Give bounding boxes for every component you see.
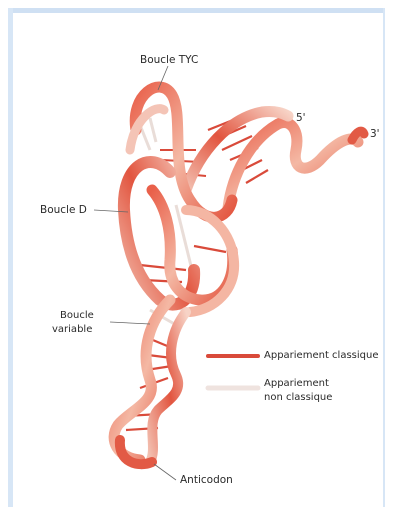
legend-nonclassic-label-line2: non classique <box>264 392 332 404</box>
label-variable-loop-line1: Boucle <box>60 310 94 322</box>
label-variable-loop-line2: variable <box>52 324 92 336</box>
tyc-loop-ribbon <box>135 87 232 217</box>
label-three-prime: 3' <box>370 128 380 140</box>
label-loop-tyc: Boucle TYC <box>140 54 198 66</box>
d-arm-pairs <box>140 246 226 282</box>
acceptor-stem-ribbon <box>228 122 358 208</box>
label-five-prime: 5' <box>296 112 306 124</box>
legend-nonclassic-label-line1: Appariement <box>264 378 329 390</box>
legend-classic-label: Appariement classique <box>264 350 378 362</box>
anticodon-loop <box>120 440 152 464</box>
label-anticodon: Anticodon <box>180 474 233 486</box>
label-loop-d: Boucle D <box>40 204 87 216</box>
